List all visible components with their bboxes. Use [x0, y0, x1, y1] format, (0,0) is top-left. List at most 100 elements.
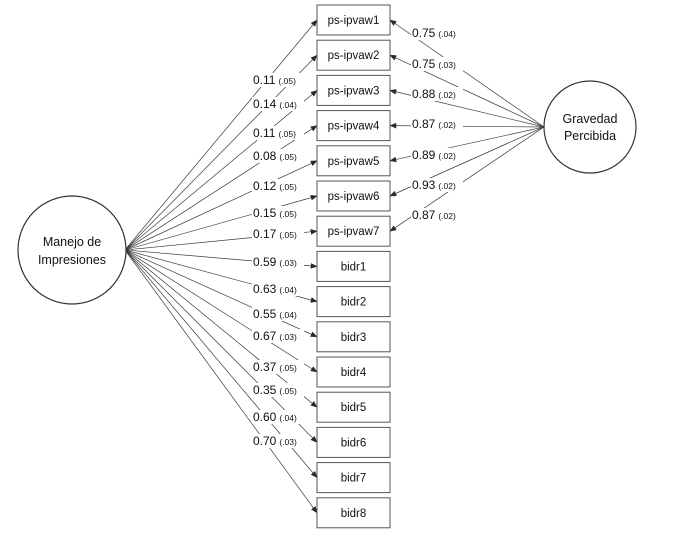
gravedad-loading-6: 0.93(.02) [412, 178, 456, 192]
arrow-manejo-to-ps-ipvaw3 [124, 89, 318, 251]
arrow-manejo-to-bidr5 [124, 249, 318, 408]
latent-circle-manejo [17, 195, 127, 305]
indicator-label-ps-ipvaw6: ps-ipvaw6 [328, 191, 380, 203]
manejo-loading-se: (.05) [279, 152, 297, 162]
manejo-loading-se: (.05) [278, 76, 296, 86]
gravedad-loading-se: (.02) [438, 90, 456, 100]
manejo-loading-12: 0.37(.05) [253, 360, 297, 374]
manejo-loading-se: (.03) [279, 332, 297, 342]
indicator-box-bidr6 [316, 426, 391, 458]
arrow-manejo-to-bidr3 [124, 249, 318, 338]
indicator-box-ps-ipvaw3 [316, 74, 391, 106]
manejo-loading-bg-8 [252, 255, 304, 269]
manejo-loading-4: 0.08(.05) [253, 149, 297, 163]
latent-manejo-line1: Manejo de [43, 235, 101, 249]
gravedad-loading-2: 0.75(.03) [412, 57, 456, 71]
latent-gravedad-line1: Gravedad [563, 112, 618, 126]
arrow-manejo-to-bidr8 [124, 249, 318, 514]
manejo-loading-13: 0.35(.05) [253, 383, 297, 397]
manejo-loading-se: (.03) [279, 258, 297, 268]
manejo-loading-value: 0.63 [253, 282, 277, 296]
manejo-loading-se: (.05) [278, 129, 296, 139]
gravedad-loading-value: 0.87 [412, 117, 436, 131]
manejo-loading-9: 0.63(.04) [253, 282, 297, 296]
indicator-box-bidr4 [316, 356, 391, 388]
arrow-manejo-to-ps-ipvaw6 [124, 195, 318, 251]
manejo-loading-bg-3 [252, 126, 304, 140]
manejo-loading-value: 0.15 [253, 206, 277, 220]
indicator-label-ps-ipvaw5: ps-ipvaw5 [328, 156, 380, 168]
arrow-manejo-to-ps-ipvaw4 [124, 125, 318, 251]
manejo-loading-2: 0.14(.04) [253, 97, 297, 111]
indicator-box-ps-ipvaw6 [316, 180, 391, 212]
gravedad-loading-4: 0.87(.02) [412, 117, 456, 131]
gravedad-loading-1: 0.75(.04) [412, 26, 456, 40]
manejo-loading-value: 0.11 [253, 73, 276, 87]
manejo-loading-se: (.03) [279, 437, 297, 447]
gravedad-loading-value: 0.75 [412, 57, 436, 71]
manejo-loading-value: 0.59 [253, 255, 277, 269]
gravedad-loading-value: 0.88 [412, 87, 436, 101]
manejo-loading-value: 0.08 [253, 149, 277, 163]
manejo-loading-14: 0.60(.04) [253, 410, 297, 424]
indicator-label-ps-ipvaw3: ps-ipvaw3 [328, 85, 380, 97]
manejo-loading-1: 0.11(.05) [253, 73, 296, 87]
indicator-box-ps-ipvaw4 [316, 110, 391, 142]
gravedad-loading-bg-3 [411, 87, 463, 101]
manejo-loading-value: 0.14 [253, 97, 277, 111]
manejo-loading-7: 0.17(.05) [253, 227, 297, 241]
manejo-loading-10: 0.55(.04) [253, 307, 297, 321]
indicator-box-ps-ipvaw5 [316, 145, 391, 177]
manejo-loading-bg-7 [252, 227, 304, 241]
manejo-loading-se: (.05) [279, 230, 297, 240]
manejo-loading-11: 0.67(.03) [253, 329, 297, 343]
indicator-box-bidr2 [316, 286, 391, 318]
manejo-loading-bg-5 [252, 179, 304, 193]
latent-gravedad-line2: Percibida [564, 129, 616, 143]
manejo-loading-6: 0.15(.05) [253, 206, 297, 220]
manejo-loading-value: 0.11 [253, 126, 276, 140]
gravedad-loading-se: (.02) [438, 120, 456, 130]
gravedad-loading-5: 0.89(.02) [412, 148, 456, 162]
gravedad-loading-se: (.02) [438, 181, 456, 191]
gravedad-loading-value: 0.87 [412, 208, 436, 222]
manejo-loading-value: 0.70 [253, 434, 277, 448]
manejo-loading-value: 0.35 [253, 383, 277, 397]
indicator-box-bidr8 [316, 497, 391, 529]
arrow-manejo-to-ps-ipvaw5 [124, 160, 318, 251]
manejo-loading-value: 0.37 [253, 360, 277, 374]
manejo-loading-se: (.05) [279, 363, 297, 373]
manejo-loading-bg-10 [252, 307, 304, 321]
manejo-loading-se: (.05) [279, 386, 297, 396]
indicator-box-bidr3 [316, 321, 391, 353]
indicator-label-bidr4: bidr4 [341, 367, 367, 379]
gravedad-loading-se: (.02) [438, 211, 456, 221]
manejo-loading-bg-6 [252, 206, 304, 220]
indicator-label-bidr1: bidr1 [341, 261, 367, 273]
arrow-manejo-to-bidr4 [124, 249, 318, 373]
manejo-loading-se: (.05) [279, 209, 297, 219]
indicator-label-bidr8: bidr8 [341, 508, 367, 520]
gravedad-loading-7: 0.87(.02) [412, 208, 456, 222]
manejo-loading-se: (.04) [279, 285, 297, 295]
gravedad-loading-se: (.04) [438, 29, 456, 39]
gravedad-loading-se: (.02) [438, 151, 456, 161]
loading-labels: 0.11(.05)0.14(.04)0.11(.05)0.08(.05)0.12… [252, 26, 463, 448]
indicator-box-ps-ipvaw7 [316, 215, 391, 247]
manejo-loading-bg-11 [252, 329, 304, 343]
manejo-loading-value: 0.67 [253, 329, 277, 343]
manejo-loading-se: (.05) [279, 182, 297, 192]
manejo-loading-bg-4 [252, 149, 304, 163]
gravedad-loading-value: 0.75 [412, 26, 436, 40]
indicator-label-bidr6: bidr6 [341, 437, 367, 449]
latent-manejo-line2: Impresiones [38, 253, 106, 267]
manejo-loading-15: 0.70(.03) [253, 434, 297, 448]
manejo-loading-bg-13 [252, 383, 304, 397]
manejo-loading-se: (.04) [279, 413, 297, 423]
gravedad-loading-bg-4 [411, 117, 463, 131]
gravedad-loading-bg-6 [411, 178, 463, 192]
gravedad-loading-bg-2 [411, 57, 463, 71]
latent-circle-gravedad [543, 80, 637, 174]
arrow-manejo-to-ps-ipvaw1 [124, 19, 318, 251]
